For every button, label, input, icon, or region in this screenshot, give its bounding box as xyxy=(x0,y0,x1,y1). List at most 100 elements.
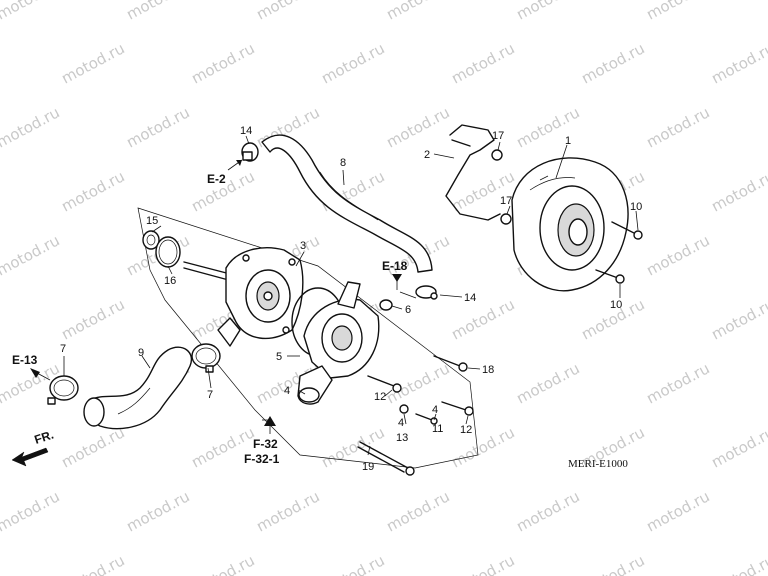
callout-2: 2 xyxy=(424,149,430,161)
watermark-text-76: motod.ru xyxy=(383,487,452,535)
ref-arrow-f32 xyxy=(264,416,276,434)
ref-e18: E-18 xyxy=(382,259,408,273)
hose-clamp-lower xyxy=(415,285,438,300)
washer-13 xyxy=(399,404,409,414)
watermark-text-13: motod.ru xyxy=(513,0,582,24)
watermark-text-26: motod.ru xyxy=(123,103,192,151)
watermark-text-68: motod.ru xyxy=(448,423,517,471)
watermark-text-17: motod.ru xyxy=(58,39,127,87)
watermark-text-33: motod.ru xyxy=(58,167,127,215)
callout-17a: 17 xyxy=(492,130,504,142)
callout-13: 13 xyxy=(396,432,408,444)
watermark-text-83: motod.ru xyxy=(318,551,387,576)
watermark-text-29: motod.ru xyxy=(513,103,582,151)
hose-clamp-left xyxy=(47,375,79,405)
watermark-text-10: motod.ru xyxy=(123,0,192,24)
callout-11: 11 xyxy=(432,423,443,435)
callout-18: 18 xyxy=(482,364,494,376)
watermark-text-84: motod.ru xyxy=(448,551,517,576)
hose-clamp-upper xyxy=(241,142,259,162)
watermark-text-38: motod.ru xyxy=(708,167,768,215)
callout-17b: 17 xyxy=(500,195,512,207)
watermark-text-85: motod.ru xyxy=(578,551,647,576)
grommet-lower xyxy=(500,213,512,225)
callout-14a: 14 xyxy=(240,125,252,137)
callout-16: 16 xyxy=(164,275,176,287)
watermark-text-28: motod.ru xyxy=(383,103,452,151)
watermark-text-81: motod.ru xyxy=(58,551,127,576)
watermark-text-62: motod.ru xyxy=(643,359,712,407)
watermark-text-21: motod.ru xyxy=(578,39,647,87)
ref-arrow-e13 xyxy=(30,368,51,381)
watermark-text-75: motod.ru xyxy=(253,487,322,535)
cover-bolt-upper xyxy=(611,221,643,240)
callout-4a: 4 xyxy=(284,385,290,397)
watermark-text-30: motod.ru xyxy=(643,103,712,151)
bolt-12-right xyxy=(441,401,474,416)
water-pump-cover xyxy=(511,157,629,292)
watermark-text-46: motod.ru xyxy=(643,231,712,279)
callout-7b: 7 xyxy=(207,389,213,401)
grommet-6 xyxy=(379,299,393,311)
watermark-text-54: motod.ru xyxy=(708,295,768,343)
ref-e2: E-2 xyxy=(207,172,226,186)
watermark-text-77: motod.ru xyxy=(513,487,582,535)
watermark-text-65: motod.ru xyxy=(58,423,127,471)
ref-arrow-e18 xyxy=(392,274,402,282)
diagram-code: MERI-E1000 xyxy=(568,458,628,470)
cover-bracket xyxy=(445,124,501,221)
watermark-text-52: motod.ru xyxy=(448,295,517,343)
watermark-text-49: motod.ru xyxy=(58,295,127,343)
callout-9: 9 xyxy=(138,347,144,359)
watermark-text-14: motod.ru xyxy=(643,0,712,24)
callout-8: 8 xyxy=(340,157,346,169)
ref-e13: E-13 xyxy=(12,353,38,367)
callout-4b: 4 xyxy=(398,417,404,429)
callout-5: 5 xyxy=(276,351,282,363)
lower-hose xyxy=(83,346,193,430)
oil-seal xyxy=(142,230,160,250)
cover-bolt-lower xyxy=(595,269,625,284)
watermark-text-82: motod.ru xyxy=(188,551,257,576)
callout-10a: 10 xyxy=(630,201,642,213)
callout-1: 1 xyxy=(565,135,571,147)
assembly-outline xyxy=(137,207,479,469)
reference-labels: E-2 E-13 E-18 F-32 F-32-1 xyxy=(12,172,408,466)
bolt-12-left xyxy=(367,375,402,393)
callout-14b: 14 xyxy=(464,292,476,304)
callout-15: 15 xyxy=(146,215,158,227)
callout-19: 19 xyxy=(362,461,374,473)
grommet-upper xyxy=(491,149,503,161)
callout-7a: 7 xyxy=(60,343,66,355)
water-pump-body xyxy=(183,247,304,347)
watermark-text-61: motod.ru xyxy=(513,359,582,407)
watermark-text-73: motod.ru xyxy=(0,487,63,535)
watermark-text-67: motod.ru xyxy=(318,423,387,471)
watermark-text-74: motod.ru xyxy=(123,487,192,535)
watermark-text-78: motod.ru xyxy=(643,487,712,535)
watermark-text-60: motod.ru xyxy=(383,359,452,407)
callout-3: 3 xyxy=(300,240,306,252)
watermark-text-11: motod.ru xyxy=(253,0,322,24)
ref-f32-1: F-32-1 xyxy=(244,452,280,466)
watermark-text-20: motod.ru xyxy=(448,39,517,87)
upper-hose xyxy=(261,134,433,273)
front-direction-arrow-icon: FR. xyxy=(11,428,55,467)
watermark-text-9: motod.ru xyxy=(0,0,63,24)
ref-arrow-e2 xyxy=(227,159,243,171)
watermark-text-25: motod.ru xyxy=(0,103,63,151)
o-ring xyxy=(155,236,181,268)
callout-numbers: 1 2 3 4 4 4 5 6 7 7 8 9 10 10 11 12 12 1… xyxy=(60,125,642,473)
watermark-text-18: motod.ru xyxy=(188,39,257,87)
watermark-text-22: motod.ru xyxy=(708,39,768,87)
bolt-19 xyxy=(357,441,415,476)
callout-4c: 4 xyxy=(432,404,438,416)
callout-6: 6 xyxy=(405,304,411,316)
hose-clamp-right xyxy=(191,343,221,373)
ref-f32: F-32 xyxy=(253,437,278,451)
callout-10b: 10 xyxy=(610,299,622,311)
watermark-text-86: motod.ru xyxy=(708,551,768,576)
watermark-text-19: motod.ru xyxy=(318,39,387,87)
